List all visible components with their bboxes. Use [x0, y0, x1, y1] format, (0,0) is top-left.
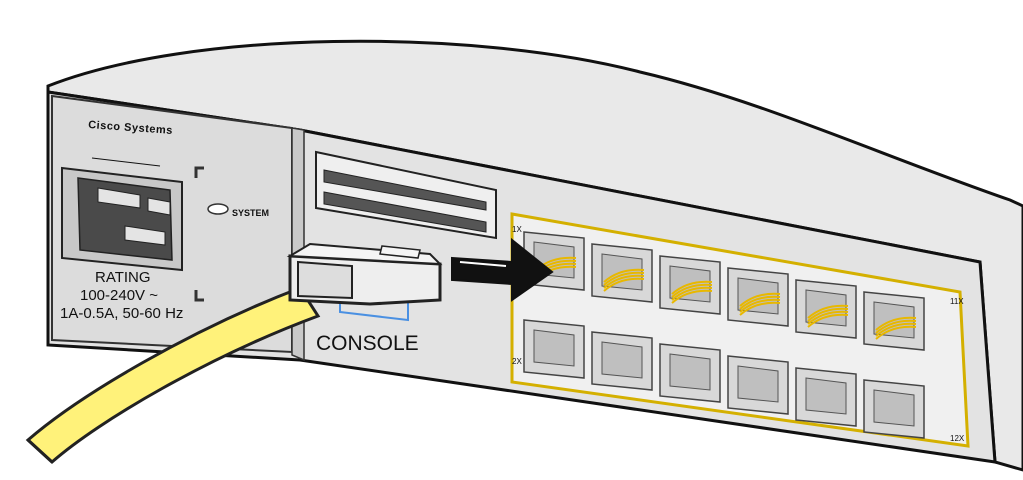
- bracket-icon: [194, 166, 204, 302]
- ethernet-port: [795, 279, 857, 339]
- ethernet-port: [795, 367, 857, 427]
- port-contact: [875, 319, 917, 334]
- insert-arrow-icon: [451, 237, 554, 302]
- port-contact: [603, 268, 645, 283]
- ethernet-port: [863, 379, 925, 439]
- port-contact: [807, 310, 849, 325]
- ethernet-port: [727, 355, 789, 415]
- rj45-plug: [286, 242, 443, 306]
- rating-title: RATING: [95, 269, 151, 286]
- port-contact: [739, 301, 781, 316]
- port-contact: [807, 304, 849, 319]
- ethernet-port: [523, 319, 585, 379]
- ethernet-port: [659, 343, 721, 403]
- port-contact: [603, 271, 645, 286]
- console-cable: [25, 286, 321, 465]
- port-label-2x: 2X: [512, 357, 522, 366]
- port-label-11x: 11X: [950, 297, 964, 306]
- ethernet-port: [591, 243, 653, 303]
- port-contact: [671, 289, 713, 304]
- port-contact: [671, 283, 713, 298]
- port-contact: [807, 307, 849, 322]
- expansion-slot: [315, 150, 497, 240]
- ethernet-port: [591, 331, 653, 391]
- brand-name: Cisco Systems: [88, 119, 173, 137]
- power-inlet-icon: [61, 166, 183, 272]
- port-contact: [875, 316, 917, 331]
- port-contact: [875, 325, 917, 340]
- ethernet-port-block: [510, 212, 970, 448]
- rating-label-group: RATING 100-240V ~ 1A-0.5A, 50-60 Hz: [60, 269, 183, 322]
- port-contact: [671, 280, 713, 295]
- rating-voltage: 100-240V ~: [80, 287, 158, 304]
- console-label: CONSOLE: [316, 332, 419, 355]
- chassis-top: [46, 39, 1023, 472]
- port-contact: [603, 274, 645, 289]
- port-contact: [671, 286, 713, 301]
- port-contact: [739, 292, 781, 307]
- ethernet-port: [659, 255, 721, 315]
- system-led-label: SYSTEM: [232, 208, 269, 218]
- cisco-logo-icon: [91, 157, 161, 167]
- port-contact: [739, 298, 781, 313]
- port-contact: [603, 277, 645, 292]
- port-label-12x: 12X: [950, 434, 965, 443]
- port-label-1x: 1X: [512, 225, 522, 234]
- port-contact: [875, 322, 917, 337]
- system-led: [207, 203, 229, 215]
- port-contact: [807, 313, 849, 328]
- ethernet-port: [727, 267, 789, 327]
- rating-current: 1A-0.5A, 50-60 Hz: [60, 305, 183, 322]
- port-contact: [739, 295, 781, 310]
- ethernet-port: [863, 291, 925, 351]
